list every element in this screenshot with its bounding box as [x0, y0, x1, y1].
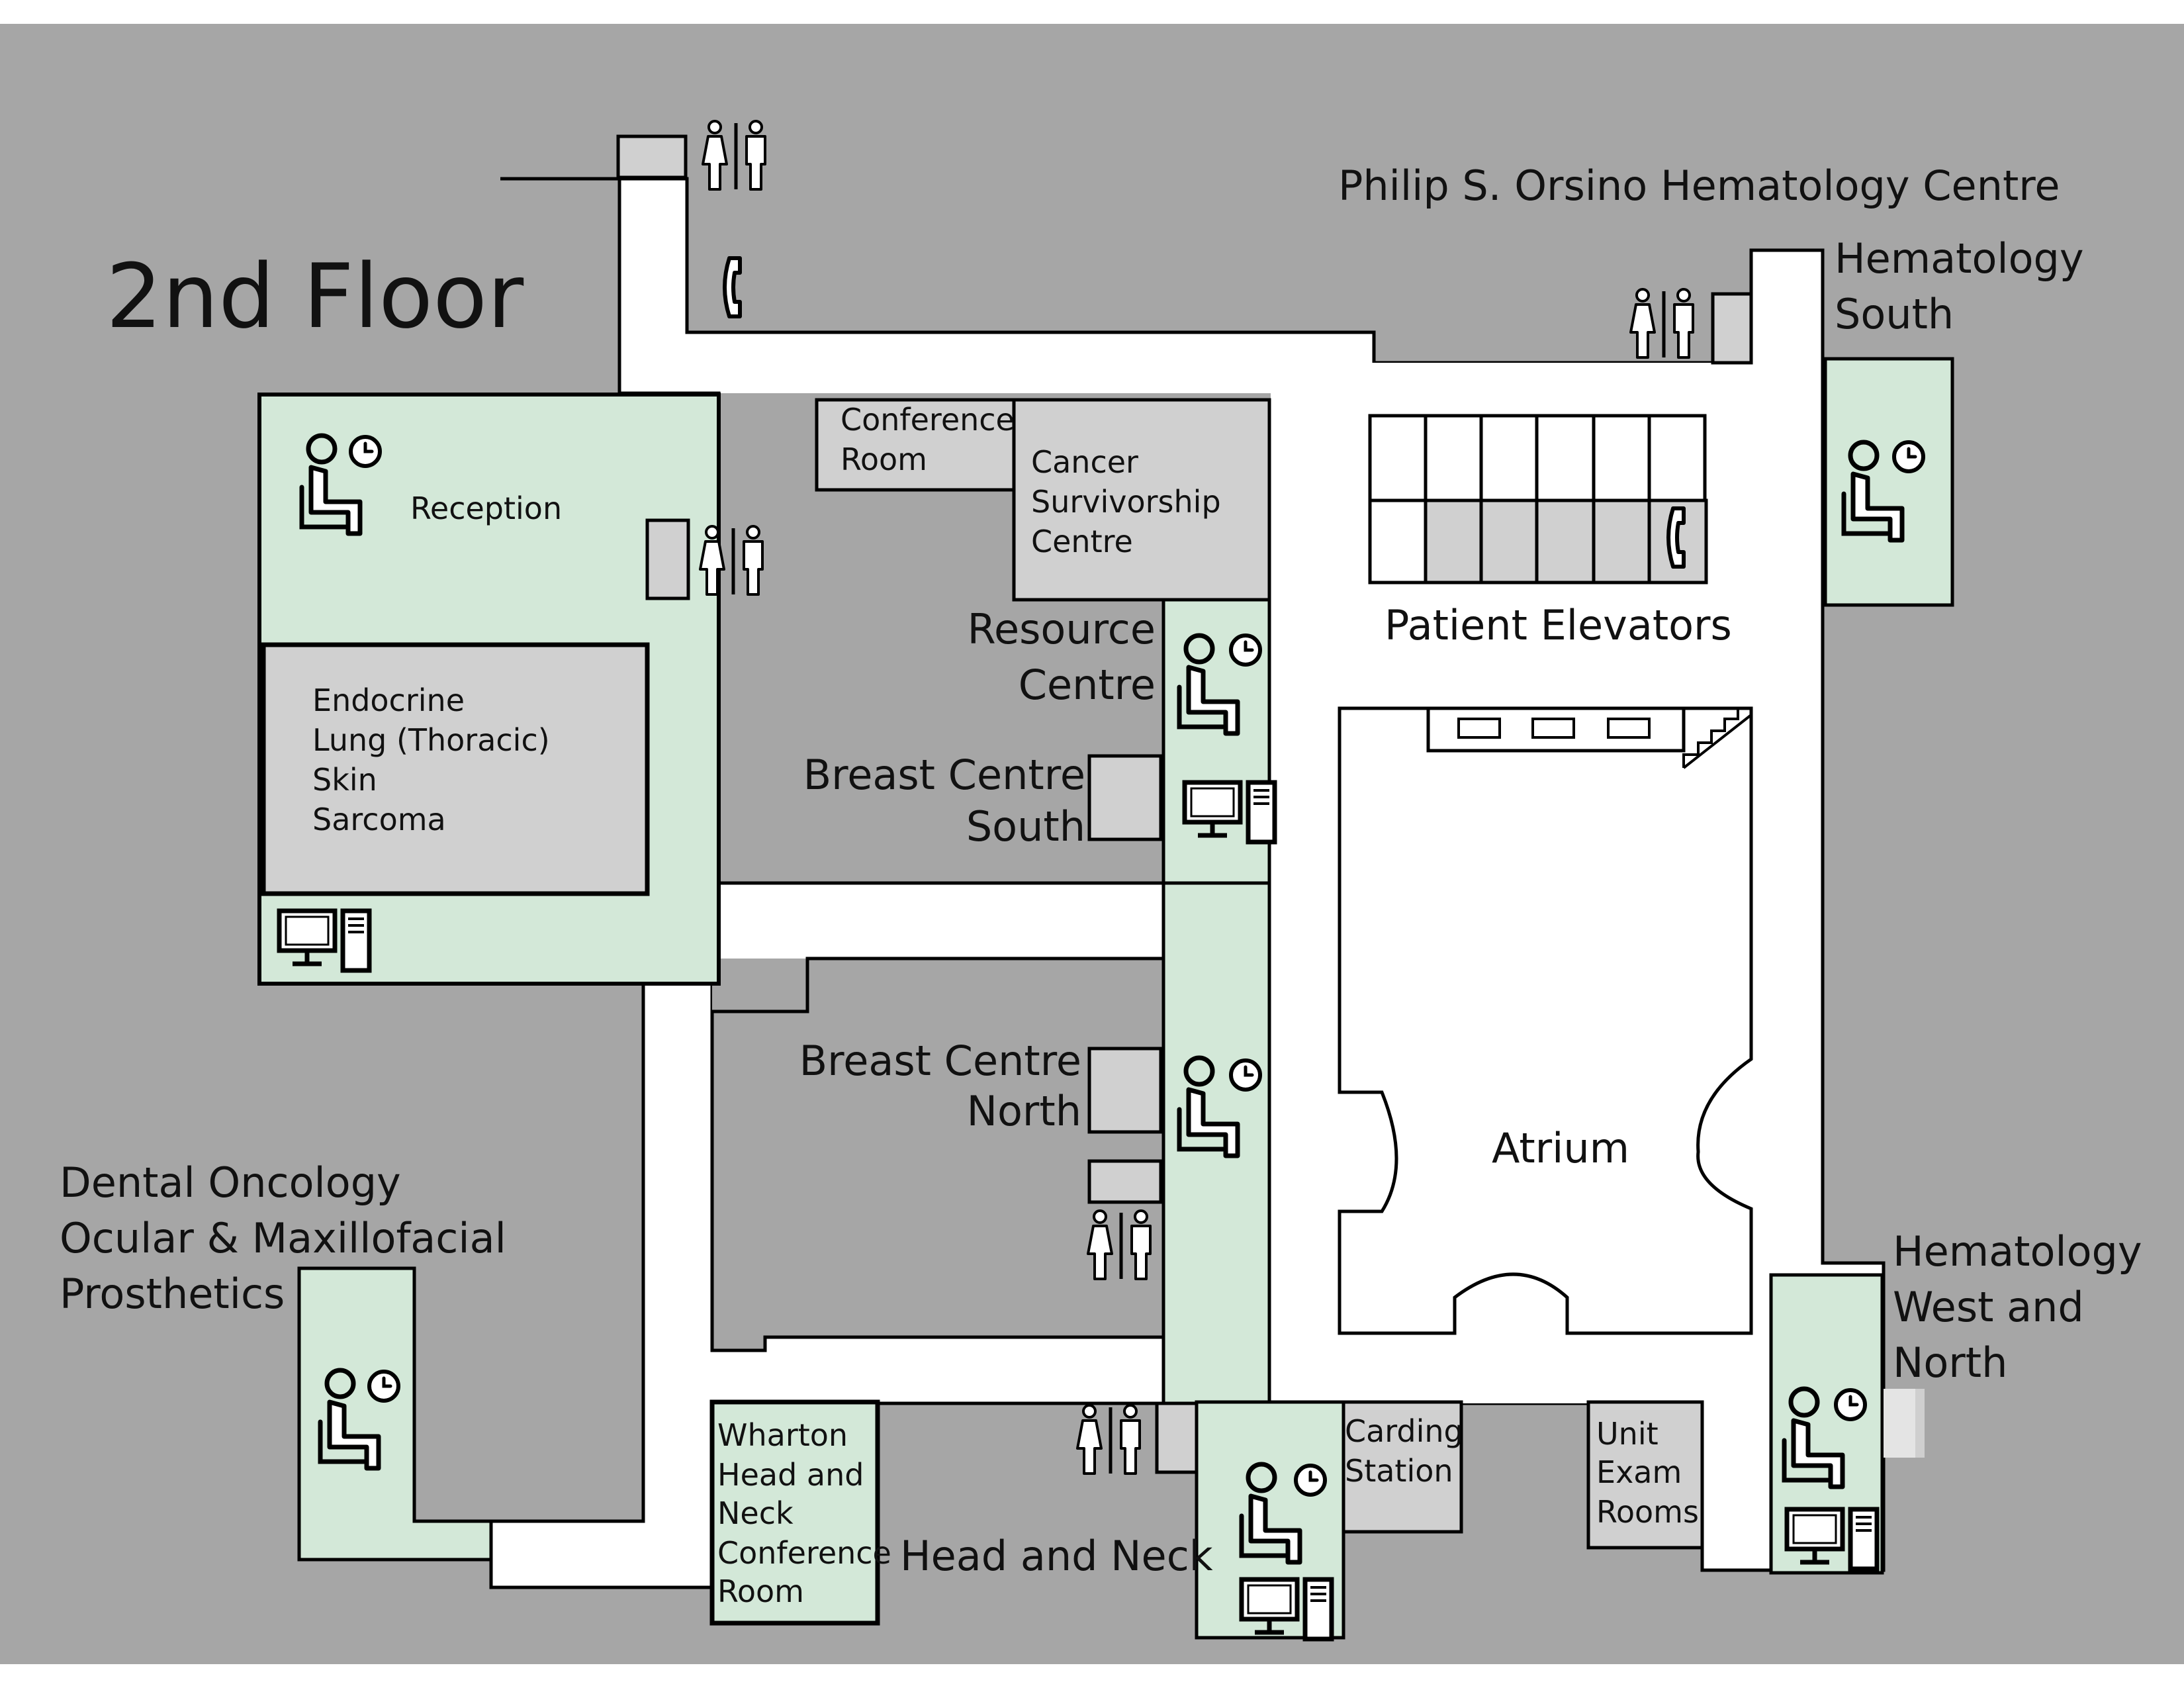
hematology-south-area — [1823, 357, 1954, 607]
dental-label-3: Prosthetics — [60, 1270, 285, 1318]
hematology-west-label-3: North — [1893, 1338, 2007, 1387]
atrium-label: Atrium — [1492, 1124, 1629, 1172]
survivorship-label-3: Centre — [1031, 524, 1133, 559]
building-title: Philip S. Orsino Hematology Centre — [1338, 162, 2060, 210]
stairs-icon — [1682, 707, 1751, 768]
conference-room-label-2: Room — [841, 442, 927, 477]
wharton-label-4: Conference — [717, 1535, 891, 1571]
patient-elevators — [1368, 414, 1708, 585]
clinic-label-2: Lung (Thoracic) — [312, 722, 550, 758]
floor-title: 2nd Floor — [106, 245, 524, 348]
hematology-south-label-2: South — [1835, 290, 1954, 338]
carding-label-2: Station — [1345, 1453, 1453, 1489]
wharton-label-2: Head and — [717, 1457, 864, 1493]
conference-room — [815, 398, 1017, 492]
wharton-conference-room — [709, 1399, 880, 1626]
survivorship-label-2: Survivorship — [1031, 484, 1221, 520]
clock-icon — [1231, 635, 1260, 665]
dental-oncology-area — [297, 1266, 493, 1562]
wharton-label-3: Neck — [717, 1495, 794, 1531]
breast-north-label-1: Breast Centre — [799, 1037, 1081, 1085]
clock-icon — [351, 437, 380, 466]
dental-label-1: Dental Oncology — [60, 1158, 401, 1207]
carding-label-1: Carding — [1345, 1413, 1463, 1449]
wharton-label-1: Wharton — [717, 1417, 848, 1453]
wharton-label-5: Room — [717, 1573, 804, 1609]
carding-station — [1342, 1400, 1463, 1534]
unit-exam-label-3: Rooms — [1596, 1494, 1699, 1530]
clock-icon — [1231, 1060, 1260, 1090]
clock-icon — [1894, 442, 1923, 471]
clinic-label-3: Skin — [312, 762, 377, 798]
conference-room-label-1: Conference — [841, 402, 1015, 438]
atrium — [1338, 706, 1753, 1335]
reception-label: Reception — [410, 491, 562, 526]
clinic-room — [261, 642, 650, 896]
breast-south-label-1: Breast Centre — [803, 751, 1085, 799]
hematology-south-label-1: Hematology — [1835, 234, 2084, 283]
clock-icon — [1836, 1390, 1865, 1419]
breast-south-label-2: South — [966, 802, 1085, 851]
clinic-label-4: Sarcoma — [312, 802, 446, 837]
clinic-label-1: Endocrine — [312, 682, 465, 718]
patient-elevators-label: Patient Elevators — [1385, 601, 1732, 649]
dental-label-2: Ocular & Maxillofacial — [60, 1214, 506, 1262]
clock-icon — [1296, 1466, 1325, 1495]
unit-exam-label-1: Unit — [1596, 1416, 1659, 1452]
clock-icon — [369, 1372, 398, 1401]
unit-exam-label-2: Exam — [1596, 1454, 1682, 1490]
unit-exam-rooms — [1586, 1400, 1704, 1550]
hematology-west-label-2: West and — [1893, 1283, 2084, 1331]
head-and-neck-label: Head and Neck — [900, 1532, 1213, 1580]
breast-north-label-2: North — [967, 1087, 1081, 1135]
resource-centre-label-1: Resource — [968, 605, 1156, 653]
survivorship-label-1: Cancer — [1031, 444, 1138, 480]
hematology-west-label-1: Hematology — [1893, 1227, 2142, 1276]
cancer-survivorship-centre — [1012, 398, 1271, 602]
resource-centre-label-2: Centre — [1019, 661, 1156, 709]
